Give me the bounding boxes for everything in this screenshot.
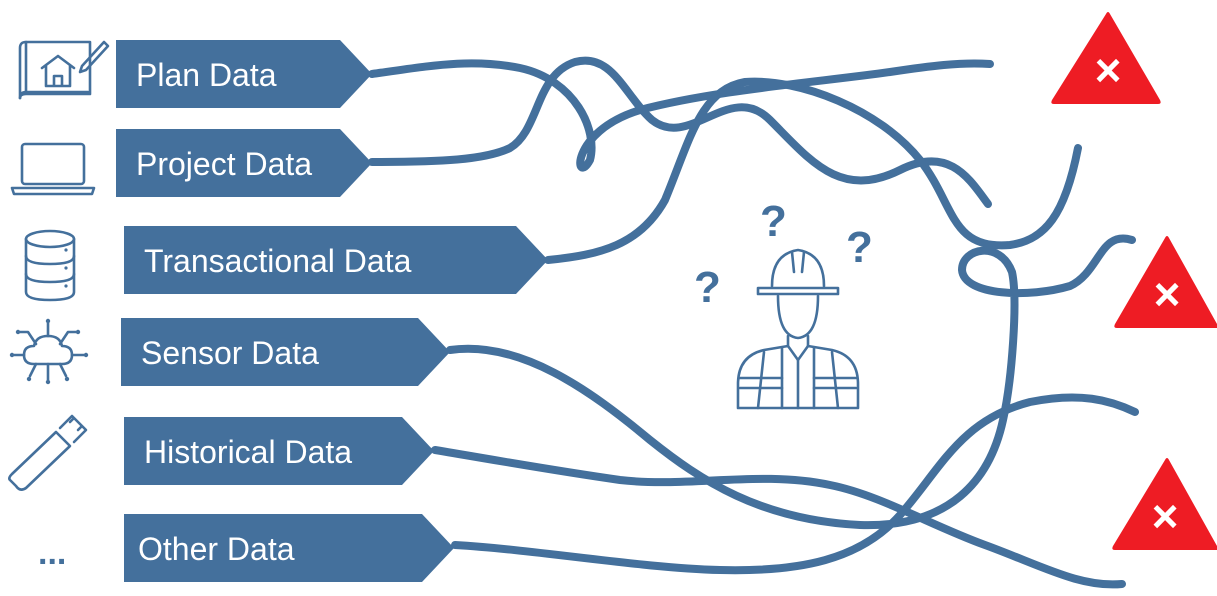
data-source-labels: Plan Data Project Data Transactional Dat… <box>116 40 548 582</box>
question-mark-left: ? <box>694 263 721 312</box>
wire-other <box>451 393 1139 575</box>
wire-historical <box>431 446 1126 589</box>
label-historical-data-text: Historical Data <box>144 434 352 470</box>
label-transactional-data: Transactional Data <box>124 226 548 294</box>
construction-worker-icon <box>736 248 860 410</box>
database-icon <box>24 229 76 302</box>
label-historical-data: Historical Data <box>124 417 434 485</box>
wire-sensor <box>446 234 1136 530</box>
label-plan-data: Plan Data <box>116 40 372 108</box>
cloud-network-icon <box>9 318 89 385</box>
warning-x-icon: × <box>1051 12 1161 104</box>
label-plan-data-text: Plan Data <box>136 57 277 93</box>
warning-x-icon: × <box>1112 458 1217 550</box>
laptop-icon <box>10 142 96 196</box>
label-sensor-data-text: Sensor Data <box>141 335 319 371</box>
wire-project <box>368 56 992 208</box>
ellipsis-icon: ... <box>38 534 66 572</box>
label-project-data: Project Data <box>116 129 372 197</box>
tangled-connections <box>368 56 1139 589</box>
warning-x-mark: × <box>1152 490 1179 542</box>
label-sensor-data: Sensor Data <box>121 318 450 386</box>
label-project-data-text: Project Data <box>136 146 312 182</box>
label-other-data: Other Data <box>124 514 454 582</box>
warning-x-mark: × <box>1095 44 1122 96</box>
warning-x-mark: × <box>1154 268 1181 320</box>
warning-x-icon: × <box>1114 236 1217 328</box>
question-mark-right: ? <box>846 223 873 272</box>
label-transactional-data-text: Transactional Data <box>144 243 412 279</box>
house-blueprint-icon <box>18 40 110 100</box>
usb-drive-icon <box>8 414 88 491</box>
wire-plan <box>368 59 994 172</box>
confused-worker: ? ? ? <box>694 197 873 410</box>
label-other-data-text: Other Data <box>138 531 295 567</box>
question-mark-top: ? <box>760 197 787 246</box>
wire-transactional <box>544 77 1082 264</box>
